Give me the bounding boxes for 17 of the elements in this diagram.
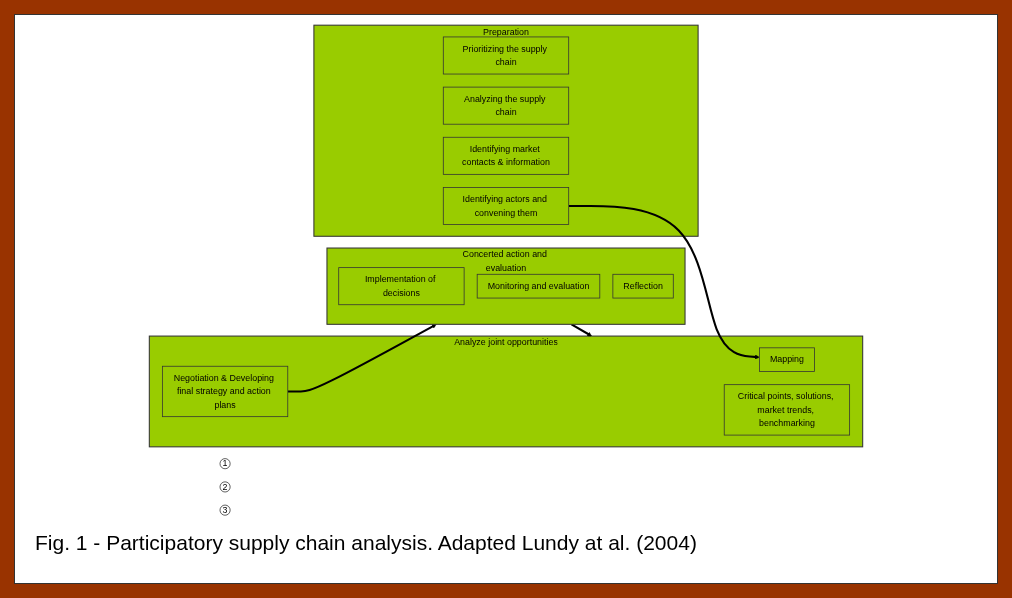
node-circle: 3: [219, 504, 231, 516]
node-box: Analyzing the supply chain: [442, 86, 570, 125]
node-box: Critical points, solutions, market trends, benchmarking: [723, 384, 850, 436]
node-box: Prioritizing the supply chain: [442, 36, 570, 75]
node-box: Reflection: [612, 273, 674, 299]
node-box: Mapping: [759, 347, 815, 372]
arrow: [568, 204, 760, 360]
node-box: Monitoring and evaluation: [476, 273, 601, 299]
arrow: [570, 323, 592, 337]
node-circle: 2: [219, 481, 231, 493]
node-box: Negotiation & Developing final strategy and action plans: [162, 365, 289, 418]
arrow: [287, 324, 437, 393]
caption: Fig. 1 - Participatory supply chain analysis. Adapted Lundy at al. (2004): [35, 531, 698, 555]
node-box: Implementation of decisions: [338, 267, 465, 306]
node-circle: 1: [219, 458, 231, 470]
node-box: Identifying market contacts & information: [442, 136, 570, 175]
node-box: Identifying actors and convening them: [442, 187, 570, 225]
